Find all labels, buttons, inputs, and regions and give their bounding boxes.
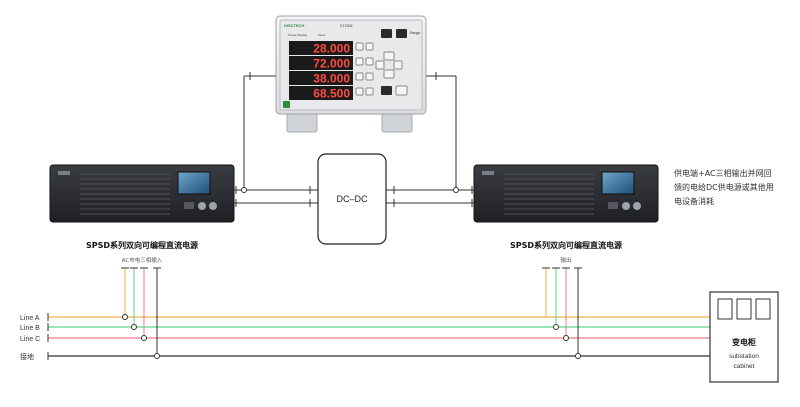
meter-display-row-4 [289,86,353,100]
supply-left-badge [58,171,70,175]
meter-brand: DISCTECH [284,23,305,28]
meter-power-button[interactable] [283,101,290,108]
supply-left-knob-1[interactable] [198,202,206,210]
supply-right-button[interactable] [608,202,618,209]
meter-foot-right [381,113,413,133]
cabinet-title: 变电柜 [732,337,756,347]
cabinet-sub-1: substation [729,353,759,360]
meter-display-row-2 [289,56,353,70]
right-supply-junctions [553,324,581,359]
meter-reading-1: 28.000 [313,42,350,56]
bus-line-end-marks [47,313,711,360]
supply-right [473,164,659,223]
meter-header-mid: Meas [318,33,326,37]
meter-keypad[interactable] [355,29,408,96]
side-note-line-3: 电设备消耗 [674,196,714,206]
supply-left-input-note: AC市电三相输入 [122,256,163,264]
meter-header-left: Power Display [288,33,308,37]
cabinet-panel-2 [736,298,752,320]
bus-node-left [241,187,247,193]
meter-reading-2: 72.000 [313,57,350,71]
supply-left-knob-2[interactable] [209,202,217,210]
line-b-label: Line B [20,325,40,332]
supply-left-caption: SPSD系列双向可编程直流电源 [86,240,198,250]
meter-reading-4: 68.500 [313,87,350,101]
supply-right-caption: SPSD系列双向可编程直流电源 [510,240,622,250]
supply-right-knob-2[interactable] [633,202,641,210]
line-a-label: Line A [20,315,40,322]
meter-sense-wiring [243,72,457,190]
bus-node-right [453,187,459,193]
cabinet-sub-2: cabinet [734,363,755,370]
left-supply-drops [121,267,161,356]
cabinet-panel-1 [717,298,733,320]
supply-left-button[interactable] [184,202,194,209]
meter-model: DT4306 [340,24,353,28]
dcdc-converter-box [317,153,387,245]
supply-left-vent [80,173,170,215]
power-meter: DISCTECH DT4306 Power Display Meas 28.00… [275,15,427,133]
meter-display-row-1 [289,41,353,55]
line-c-label: Line C [20,336,40,343]
bus-lines [48,316,710,357]
cabinet-panel-3 [755,298,771,320]
dc-bus [234,186,474,207]
meter-range-label: Range [410,31,420,35]
ground-label: 接地 [20,352,34,361]
supply-right-output-note: 输出 [560,256,571,264]
supply-left-screen [177,171,211,195]
supply-right-vent [504,173,594,215]
substation-cabinet: 变电柜 substation cabinet [709,291,779,383]
dcdc-converter-label: DC–DC [336,194,368,204]
side-note-line-1: 供电端+AC三相输出并网回 [674,168,772,178]
side-note-line-2: 馈的电给DC供电源或其他用 [674,182,774,192]
supply-right-screen [601,171,635,195]
supply-right-badge [482,171,494,175]
right-supply-drops [542,267,582,356]
supply-left [49,164,235,223]
left-supply-junctions [122,314,160,359]
meter-foot-left [286,113,318,133]
meter-reading-3: 38.000 [313,72,350,86]
meter-display-row-3 [289,71,353,85]
supply-right-knob-1[interactable] [622,202,630,210]
